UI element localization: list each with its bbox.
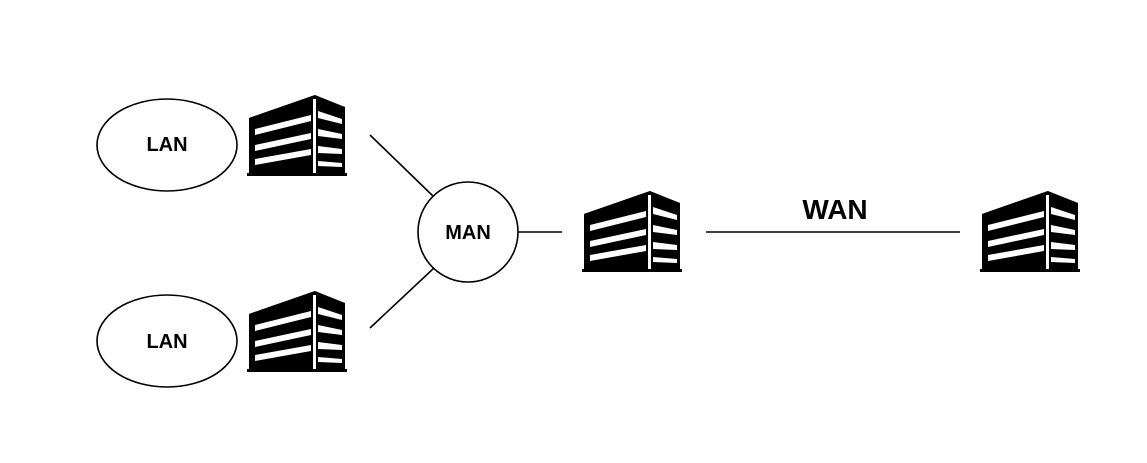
man-node: MAN: [417, 181, 519, 283]
office-building-icon: [247, 291, 347, 372]
link-lan-top-man: [369, 134, 435, 198]
office-building-icon: [582, 191, 682, 272]
lan-top-label: LAN: [146, 134, 187, 156]
lan-bottom-node: LAN: [96, 294, 238, 388]
man-label: MAN: [445, 222, 491, 244]
wan-label: WAN: [802, 194, 867, 225]
office-building-icon: [247, 95, 347, 176]
lan-top-node: LAN: [96, 98, 238, 192]
lan-bottom-label: LAN: [146, 331, 187, 353]
link-lan-bottom-man: [369, 267, 435, 329]
office-building-icon: [980, 191, 1080, 272]
